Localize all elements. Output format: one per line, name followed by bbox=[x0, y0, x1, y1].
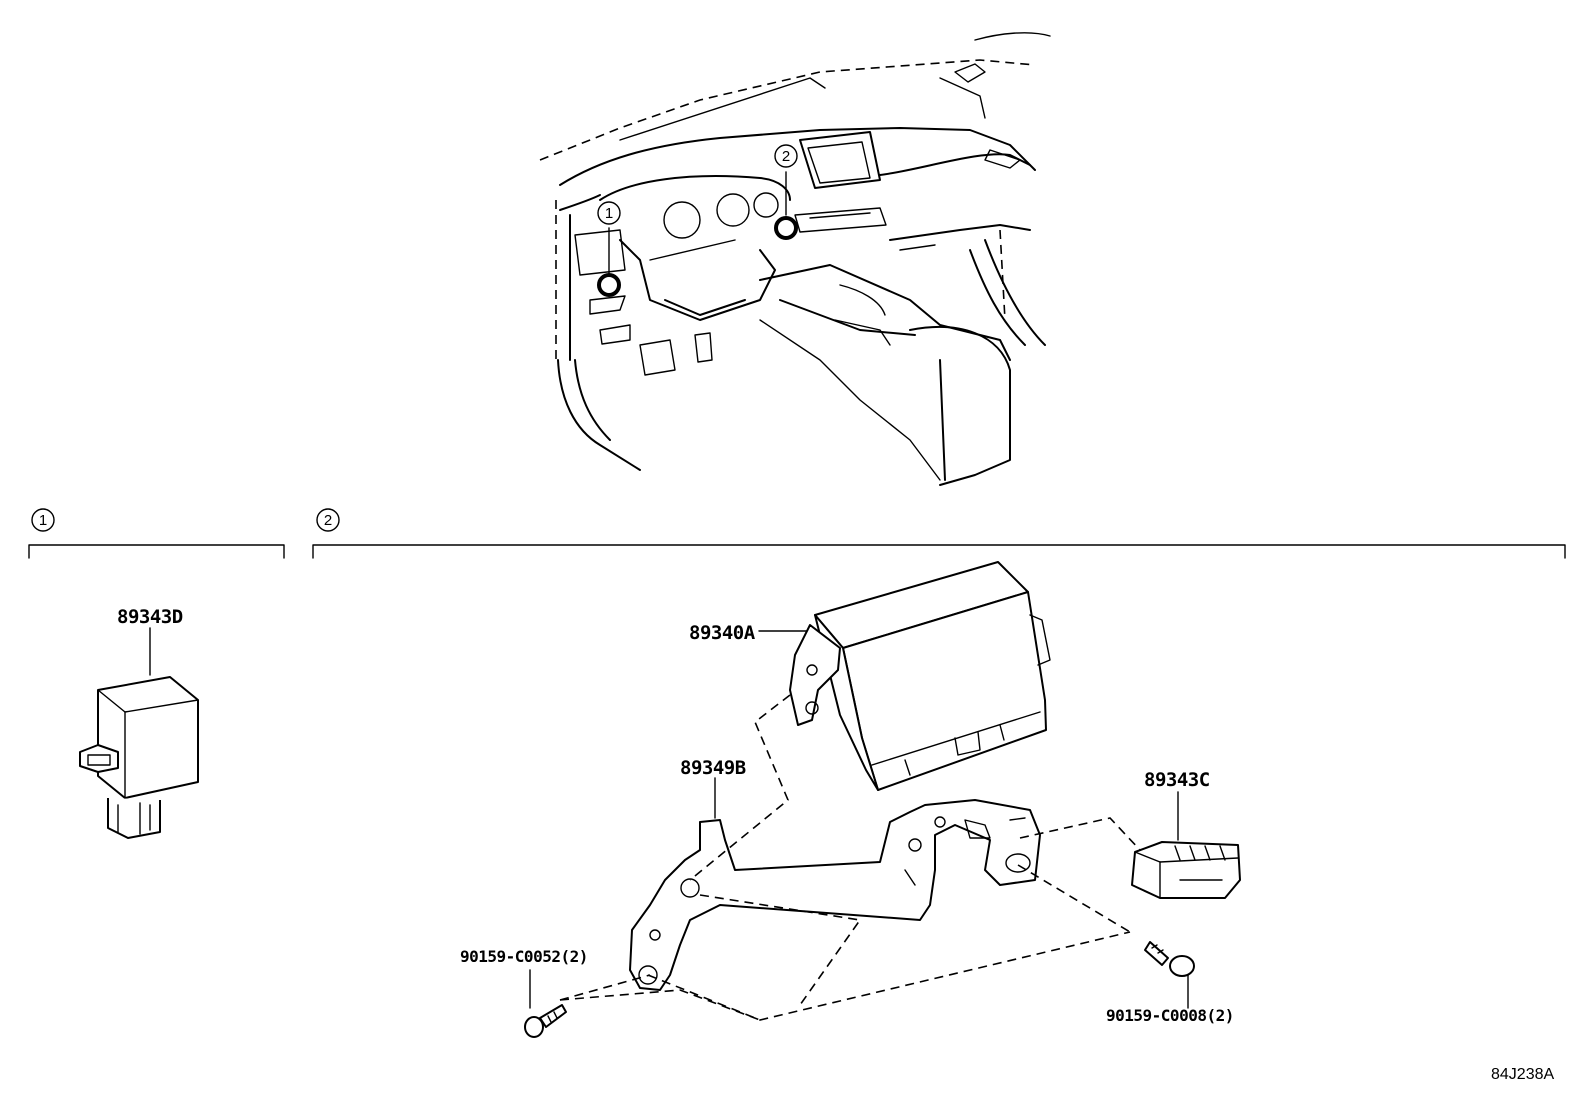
locator-callout-1[interactable]: 1 bbox=[597, 201, 621, 225]
svg-text:2: 2 bbox=[782, 148, 790, 165]
part-89343D-illustration[interactable] bbox=[79, 627, 199, 839]
dashboard-overview-illustration: 1 2 bbox=[539, 32, 1051, 486]
label-89343D: 89343D bbox=[117, 606, 183, 628]
locator-dot-2 bbox=[774, 216, 798, 240]
label-89340A: 89340A bbox=[689, 622, 756, 644]
section-1-header: 1 bbox=[28, 508, 285, 559]
label-89349B: 89349B bbox=[680, 757, 746, 779]
svg-text:1: 1 bbox=[605, 205, 613, 222]
assembly-dashed-lines bbox=[559, 694, 1141, 1021]
label-90159-C0008: 90159-C0008(2) bbox=[1106, 1006, 1234, 1025]
screw-90159-C0052-illustration[interactable] bbox=[524, 969, 567, 1038]
screw-90159-C0008-illustration[interactable] bbox=[1144, 941, 1195, 1009]
part-89340A-illustration[interactable] bbox=[758, 561, 1051, 791]
part-89349B-illustration[interactable] bbox=[629, 777, 1041, 991]
locator-callout-2[interactable]: 2 bbox=[774, 144, 798, 168]
section-2-header: 2 bbox=[312, 508, 1566, 559]
locator-dot-1 bbox=[597, 273, 621, 297]
label-89343C: 89343C bbox=[1144, 769, 1210, 791]
section-1-marker: 1 bbox=[39, 512, 47, 529]
figure-code: 84J238A bbox=[1491, 1066, 1554, 1083]
part-89343C-illustration[interactable] bbox=[1131, 791, 1241, 899]
section-2-marker: 2 bbox=[324, 512, 332, 529]
label-90159-C0052: 90159-C0052(2) bbox=[460, 947, 588, 966]
